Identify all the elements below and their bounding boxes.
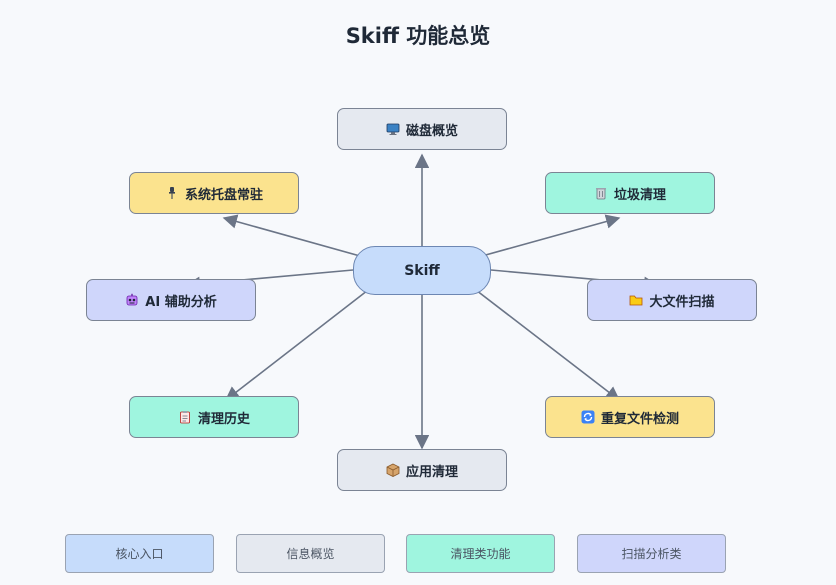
edge-to-tray	[222, 214, 361, 257]
legend-label: 扫描分析类	[621, 547, 682, 561]
pin-icon	[165, 186, 179, 200]
legend-label: 核心入口	[115, 547, 164, 561]
node-ai: AI 辅助分析	[86, 279, 256, 321]
center-node-label: Skiff	[404, 262, 440, 279]
edge-to-history	[224, 286, 373, 401]
node-label: 清理历史	[197, 411, 250, 427]
node-label: 垃圾清理	[613, 187, 666, 203]
edge-to-duplicates	[471, 286, 621, 401]
trash-icon	[594, 186, 608, 200]
node-tray: 系统托盘常驻	[129, 172, 299, 214]
node-apps: 应用清理	[337, 449, 507, 491]
node-label: AI 辅助分析	[145, 294, 217, 310]
diagram-title: Skiff 功能总览	[345, 24, 491, 48]
node-trash: 垃圾清理	[545, 172, 715, 214]
edge-to-trash	[481, 214, 621, 257]
legend-cleaning: 清理类功能	[406, 534, 555, 573]
legend-label: 清理类功能	[450, 547, 511, 561]
node-duplicates: 重复文件检测	[545, 396, 715, 438]
folder-icon	[629, 293, 643, 307]
node-label: 系统托盘常驻	[184, 187, 263, 203]
node-big-files: 大文件扫描	[587, 279, 757, 321]
node-disk-overview: 磁盘概览	[337, 108, 507, 150]
node-label: 磁盘概览	[405, 123, 458, 139]
repeat-icon	[581, 410, 595, 424]
legend-label: 信息概览	[286, 547, 335, 561]
legend-info-overview: 信息概览	[236, 534, 385, 573]
robot-icon	[125, 293, 139, 307]
package-icon	[386, 463, 400, 477]
center-node-skiff: Skiff	[353, 246, 491, 295]
node-label: 应用清理	[405, 464, 458, 480]
node-label: 重复文件检测	[600, 411, 679, 427]
legend-scan-analysis: 扫描分析类	[577, 534, 726, 573]
monitor-icon	[386, 122, 400, 136]
node-history: 清理历史	[129, 396, 299, 438]
legend-core-entry: 核心入口	[65, 534, 214, 573]
node-label: 大文件扫描	[649, 294, 715, 310]
clipboard-icon	[178, 410, 192, 424]
